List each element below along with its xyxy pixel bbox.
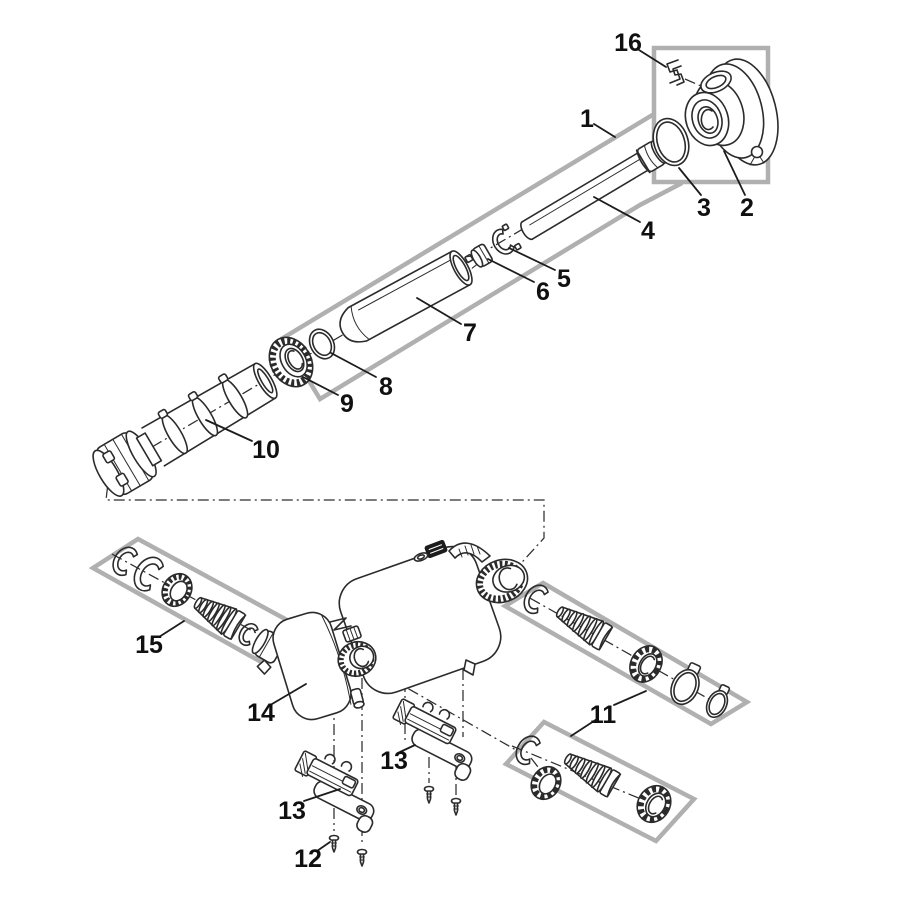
leader-lines <box>158 49 746 852</box>
part-13-bracket-upper <box>392 698 473 781</box>
callout-9-label: 9 <box>340 390 354 418</box>
callout-10-label: 10 <box>252 436 280 464</box>
callout-14-label: 14 <box>247 699 275 727</box>
part-6-lamp-holder <box>464 243 493 269</box>
callout-6-label: 6 <box>536 278 550 306</box>
callout-16-label: 16 <box>614 29 642 57</box>
callout-4-label: 4 <box>641 217 655 245</box>
part-7-quartz-tube <box>339 250 473 343</box>
assembly-axes <box>105 78 717 845</box>
housing-label-patch <box>424 539 448 559</box>
part-12-screws <box>328 785 462 867</box>
callout-13a-label: 13 <box>278 797 306 825</box>
callout-11-label: 11 <box>590 701 617 729</box>
part-8-o-ring <box>308 328 336 360</box>
housing-handle <box>448 542 491 563</box>
callout-13b-label: 13 <box>380 747 408 775</box>
housing-front-port <box>337 640 377 678</box>
part-5-retaining-clip <box>491 223 522 255</box>
part-13-bracket-lower <box>294 750 375 833</box>
group-11-lower-hosetail-kit <box>515 735 672 824</box>
callout-2-label: 2 <box>740 194 754 222</box>
part-2-device-head <box>684 58 779 166</box>
part-3-o-ring <box>652 117 690 167</box>
callout-8-label: 8 <box>379 373 393 401</box>
callout-5-label: 5 <box>557 265 571 293</box>
callout-3-label: 3 <box>697 194 711 222</box>
assembly-1-boundary-band <box>279 112 684 403</box>
hose-clamp-large <box>670 662 702 706</box>
part-14-housing <box>272 539 529 721</box>
callout-15-label: 15 <box>135 631 163 659</box>
part-10-cleaning-rotor <box>92 362 278 497</box>
callout-labels: 1 2 3 4 5 6 7 8 9 10 11 12 13 13 14 15 1… <box>135 29 754 873</box>
group-11-upper-box <box>500 580 752 727</box>
group-11-upper-hosetail-kit <box>523 584 731 719</box>
part-9-knurled-nut <box>268 336 314 388</box>
group-11-lower-box <box>502 719 698 844</box>
housing-tab <box>463 659 476 676</box>
callout-12-label: 12 <box>294 845 322 873</box>
callout-1-label: 1 <box>580 105 594 133</box>
housing-drain-nub <box>349 687 365 709</box>
housing-top-port <box>475 558 529 604</box>
housing-z-mark <box>329 617 352 631</box>
part-16-clip <box>666 59 685 86</box>
hose-clamp-small <box>705 684 731 719</box>
callout-7-label: 7 <box>463 319 477 347</box>
